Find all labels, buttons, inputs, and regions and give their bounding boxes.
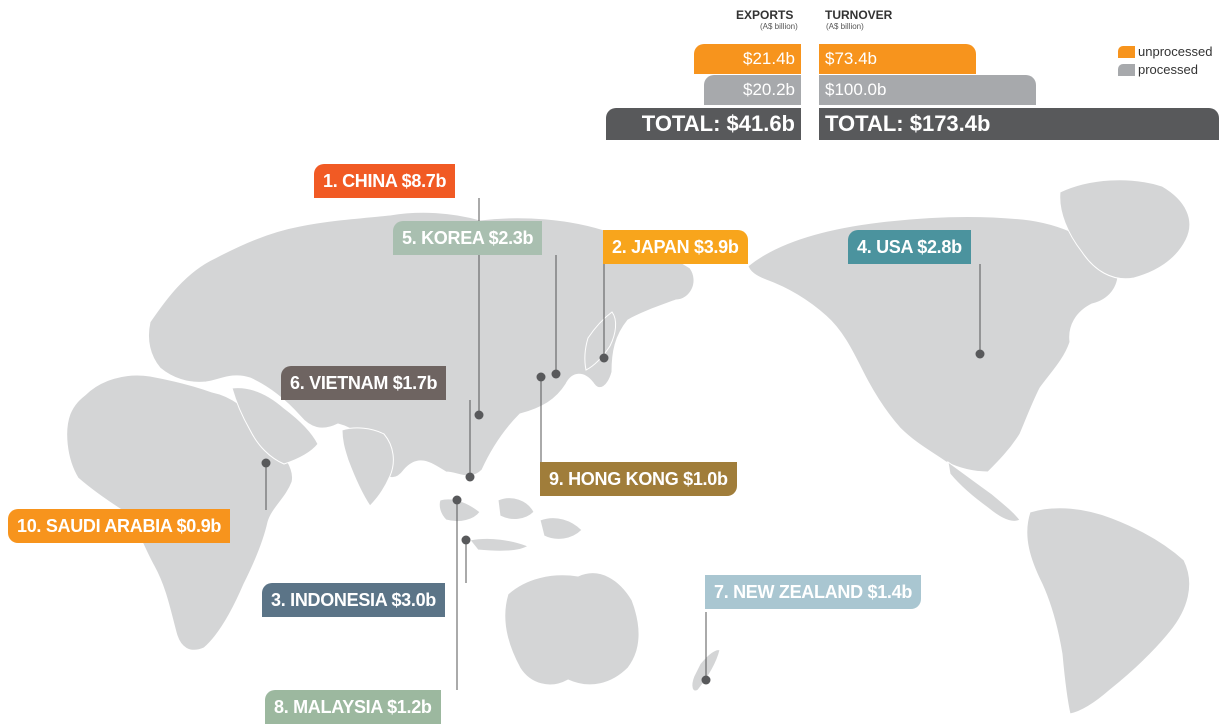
map-india bbox=[341, 427, 394, 507]
label-malaysia: 8. MALAYSIA $1.2b bbox=[265, 690, 441, 724]
exports-processed-bar: $20.2b bbox=[704, 75, 801, 105]
map-greenland bbox=[1059, 179, 1191, 280]
turnover-unprocessed-bar: $73.4b bbox=[819, 44, 976, 74]
legend-label-unprocessed: unprocessed bbox=[1138, 44, 1213, 59]
dot-saudi-arabia bbox=[261, 458, 271, 468]
label-indonesia: 3. INDONESIA $3.0b bbox=[262, 583, 445, 617]
legend-label-processed: processed bbox=[1138, 62, 1198, 77]
map-south-america bbox=[1026, 507, 1191, 715]
map-eurasia bbox=[147, 211, 695, 478]
turnover-unit: (A$ billion) bbox=[826, 22, 864, 31]
dot-new-zealand bbox=[701, 675, 711, 685]
exports-unit: (A$ billion) bbox=[760, 22, 798, 31]
exports-header: EXPORTS bbox=[736, 8, 794, 22]
legend-swatch-unprocessed bbox=[1118, 46, 1135, 58]
label-korea: 5. KOREA $2.3b bbox=[393, 221, 543, 255]
label-china: 1. CHINA $8.7b bbox=[314, 164, 456, 198]
label-saudi-arabia: 10. SAUDI ARABIA $0.9b bbox=[8, 509, 231, 543]
map-sea-islands bbox=[438, 497, 583, 552]
dot-china bbox=[474, 410, 484, 420]
label-japan: 2. JAPAN $3.9b bbox=[603, 230, 748, 264]
dot-malaysia bbox=[452, 495, 462, 505]
map-central-america bbox=[947, 460, 1021, 522]
turnover-total-bar: TOTAL: $173.4b bbox=[819, 108, 1219, 140]
map-arabia bbox=[231, 387, 319, 465]
dot-korea bbox=[551, 369, 561, 379]
dot-japan bbox=[599, 353, 609, 363]
label-vietnam: 6. VIETNAM $1.7b bbox=[281, 366, 447, 400]
map-north-america bbox=[747, 215, 1119, 473]
dot-usa bbox=[975, 349, 985, 359]
turnover-header: TURNOVER bbox=[825, 8, 893, 22]
map-australia bbox=[504, 572, 640, 686]
legend-swatch-processed bbox=[1118, 64, 1135, 76]
exports-unprocessed-bar: $21.4b bbox=[694, 44, 801, 74]
dot-vietnam bbox=[465, 472, 475, 482]
dot-indonesia bbox=[461, 535, 471, 545]
map-japan bbox=[584, 311, 617, 371]
turnover-processed-bar: $100.0b bbox=[819, 75, 1036, 105]
exports-total-bar: TOTAL: $41.6b bbox=[606, 108, 801, 140]
dot-hong-kong bbox=[536, 372, 546, 382]
label-hong-kong: 9. HONG KONG $1.0b bbox=[540, 462, 737, 496]
label-new-zealand: 7. NEW ZEALAND $1.4b bbox=[705, 575, 922, 609]
label-usa: 4. USA $2.8b bbox=[848, 230, 971, 264]
